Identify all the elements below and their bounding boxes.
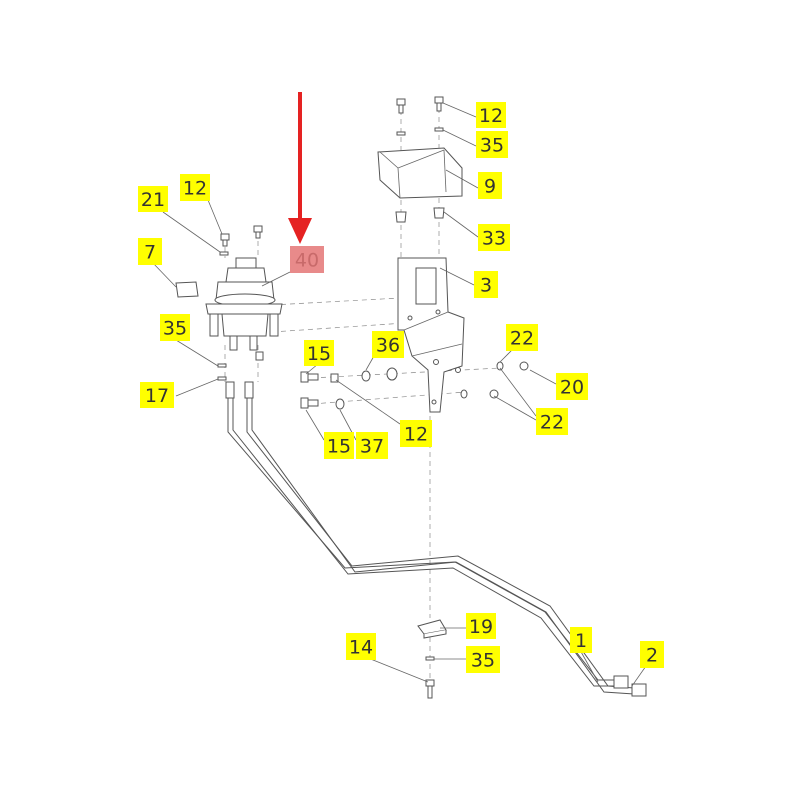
- part-label-14: 14: [346, 633, 376, 660]
- part-label-12-mid: 12: [400, 420, 432, 447]
- part-label-background: [476, 131, 508, 158]
- part-label-15-top: 15: [304, 340, 334, 366]
- part-number: 22: [510, 328, 534, 350]
- part-label-background: [140, 382, 174, 408]
- part-number: 15: [327, 436, 351, 458]
- part-number: 35: [163, 318, 187, 340]
- part-label-background: [466, 646, 500, 673]
- part-label-20: 20: [556, 373, 588, 400]
- part-label-22-bottom: 22: [536, 408, 568, 435]
- part-number: 35: [471, 650, 495, 672]
- part-number: 22: [540, 412, 564, 434]
- part-label-background: [180, 174, 210, 201]
- part-number: 14: [349, 637, 373, 659]
- part-label-12-top: 12: [476, 102, 506, 128]
- part-label-1: 1: [570, 627, 592, 653]
- part-label-background: [346, 633, 376, 660]
- part-label-37: 37: [356, 432, 388, 459]
- part-number: 12: [404, 424, 428, 446]
- part-label-17: 17: [140, 382, 174, 408]
- part-label-3: 3: [474, 271, 498, 298]
- part-label-12-left: 12: [180, 174, 210, 201]
- plate-part-7: [175, 281, 199, 298]
- part-label-15-bottom: 15: [324, 432, 354, 459]
- part-label-background: [372, 331, 404, 358]
- part-number: 40: [295, 250, 319, 272]
- part-number: 36: [376, 335, 400, 357]
- part-label-background: [556, 373, 588, 400]
- part-number: 35: [480, 135, 504, 157]
- part-number: 33: [482, 228, 506, 250]
- red-pointer-arrow: [288, 92, 312, 244]
- hydraulic-pipes: [227, 398, 647, 697]
- part-label-19: 19: [466, 613, 496, 639]
- part-label-background: [478, 224, 510, 251]
- part-label-background: [304, 340, 334, 366]
- part-number: 2: [646, 645, 658, 667]
- part-label-background: [506, 324, 538, 351]
- part-label-background: [290, 246, 324, 273]
- part-label-40: 40: [290, 246, 324, 273]
- part-number: 12: [479, 105, 503, 127]
- part-number: 37: [360, 436, 384, 458]
- reservoir-part-40: [205, 225, 283, 361]
- mid-fasteners: [300, 361, 529, 410]
- part-label-background: [474, 271, 498, 298]
- part-label-background: [640, 641, 664, 668]
- part-label-21: 21: [138, 186, 168, 212]
- part-label-35-top: 35: [476, 131, 508, 158]
- part-number: 15: [307, 343, 331, 365]
- part-label-background: [160, 314, 190, 341]
- part-label-33: 33: [478, 224, 510, 251]
- part-label-35-bottom: 35: [466, 646, 500, 673]
- part-label-background: [400, 420, 432, 447]
- part-label-22-top: 22: [506, 324, 538, 351]
- part-label-background: [536, 408, 568, 435]
- part-number: 17: [145, 385, 169, 407]
- part-label-7: 7: [138, 238, 162, 265]
- bracket-part-3: [397, 257, 465, 413]
- bottom-fasteners: [417, 619, 447, 699]
- part-number: 19: [469, 616, 493, 638]
- cover-part-9: [377, 147, 463, 199]
- part-label-background: [324, 432, 354, 459]
- part-label-background: [476, 102, 506, 128]
- part-label-background: [478, 172, 502, 199]
- part-number: 20: [560, 377, 584, 399]
- part-number: 21: [141, 189, 165, 211]
- part-label-2: 2: [640, 641, 664, 668]
- part-number: 7: [144, 242, 156, 264]
- part-label-background: [138, 238, 162, 265]
- part-label-9: 9: [478, 172, 502, 199]
- part-label-background: [356, 432, 388, 459]
- part-label-background: [138, 186, 168, 212]
- part-label-36: 36: [372, 331, 404, 358]
- part-number: 3: [480, 275, 492, 297]
- part-number: 12: [183, 178, 207, 200]
- part-label-background: [466, 613, 496, 639]
- part-number: 1: [575, 630, 587, 652]
- part-label-35-left: 35: [160, 314, 190, 341]
- top-fasteners: [395, 96, 445, 223]
- part-number: 9: [484, 176, 496, 198]
- left-lower-fittings: [217, 363, 254, 399]
- part-label-background: [570, 627, 592, 653]
